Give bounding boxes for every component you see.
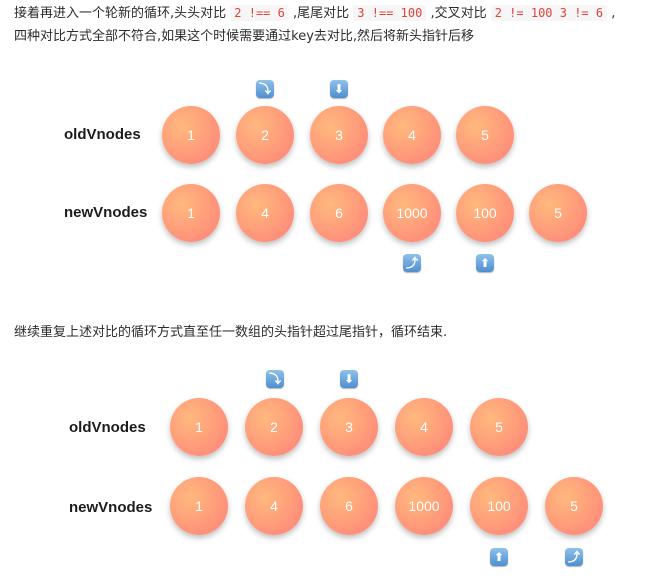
old-node-2: 2 — [245, 398, 303, 456]
paragraph-2: 继续重复上述对比的循环方式直至任一数组的头指针超过尾指针，循环结束. — [14, 325, 448, 340]
new-node-4: 1000 — [395, 477, 453, 535]
new-vnodes-label: newVnodes — [64, 204, 148, 221]
old-node-2: 2 — [236, 106, 294, 164]
old-vnodes-label: oldVnodes — [69, 419, 146, 436]
new-node-2: 4 — [236, 184, 294, 242]
old-node-3: 3 — [320, 398, 378, 456]
new-node-3: 6 — [310, 184, 368, 242]
text-3: ,交叉对比 — [430, 6, 487, 21]
new-node-1: 1 — [170, 477, 228, 535]
old-node-1: 1 — [162, 106, 220, 164]
arrow-turn-up-icon: ⤴ — [565, 548, 583, 566]
new-node-1: 1 — [162, 184, 220, 242]
text-4: , — [611, 6, 616, 21]
old-node-4: 4 — [383, 106, 441, 164]
arrow-down-icon: ⬇ — [330, 80, 348, 98]
arrow-up-icon: ⬆ — [476, 254, 494, 272]
arrow-down-icon: ⬇ — [340, 370, 358, 388]
arrow-turn-down-icon: ⤵ — [266, 370, 284, 388]
text-1: 接着再进入一个轮新的循环,头头对比 — [14, 6, 227, 21]
old-node-5: 5 — [470, 398, 528, 456]
paragraph-1: 接着再进入一个轮新的循环,头头对比 2 !== 6 ,尾尾对比 3 !== 10… — [14, 2, 615, 25]
new-node-6: 5 — [529, 184, 587, 242]
code-head-compare: 2 !== 6 — [230, 5, 289, 21]
new-node-2: 4 — [245, 477, 303, 535]
new-node-4: 1000 — [383, 184, 441, 242]
arrow-up-icon: ⬆ — [490, 548, 508, 566]
code-cross-compare: 2 != 100 3 != 6 — [490, 5, 608, 21]
code-tail-compare: 3 !== 100 — [353, 5, 427, 21]
new-node-3: 6 — [320, 477, 378, 535]
paragraph-1-line-2: 四种对比方式全部不符合,如果这个时候需要通过key去对比,然后将新头指针后移 — [14, 29, 475, 44]
text-2: ,尾尾对比 — [293, 6, 350, 21]
new-vnodes-label: newVnodes — [69, 499, 153, 516]
new-node-6: 5 — [545, 477, 603, 535]
arrow-turn-up-icon: ⤴ — [403, 254, 421, 272]
old-node-4: 4 — [395, 398, 453, 456]
old-node-5: 5 — [456, 106, 514, 164]
old-node-3: 3 — [310, 106, 368, 164]
arrow-turn-down-icon: ⤵ — [256, 80, 274, 98]
old-node-1: 1 — [170, 398, 228, 456]
old-vnodes-label: oldVnodes — [64, 126, 141, 143]
new-node-5: 100 — [470, 477, 528, 535]
new-node-5: 100 — [456, 184, 514, 242]
